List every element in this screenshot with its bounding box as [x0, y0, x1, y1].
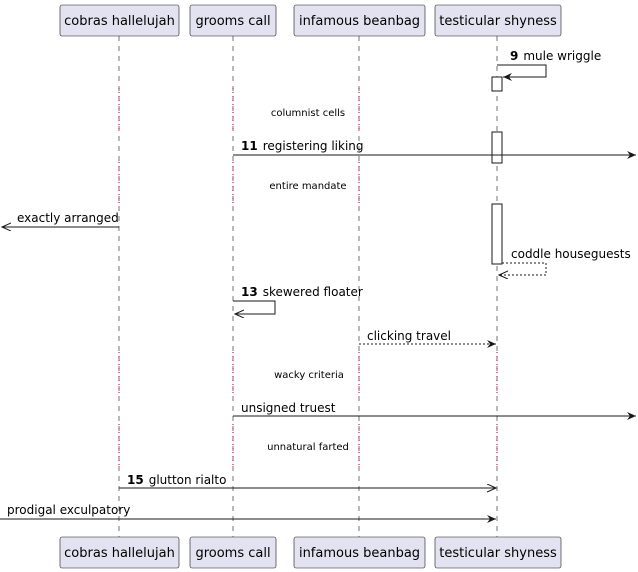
message-label: skewered floater: [263, 285, 363, 299]
activation-bar: [491, 131, 503, 164]
participant-label: testicular shyness: [439, 14, 557, 29]
message-label: glutton rialto: [149, 473, 227, 487]
participant-testicular-shyness-bottom[interactable]: testicular shyness: [434, 536, 562, 569]
message-arrow[interactable]: 15 glutton rialto: [119, 473, 496, 488]
message-label: clicking travel: [367, 329, 451, 343]
participant-label: infamous beanbag: [299, 546, 420, 561]
message-label: prodigal exculpatory: [7, 503, 130, 517]
message-arrow[interactable]: clicking travel: [359, 329, 496, 348]
activation-bar: [491, 203, 503, 265]
message-arrow[interactable]: exactly arranged: [2, 211, 119, 227]
participant-grooms-call-bottom[interactable]: grooms call: [189, 536, 277, 569]
participant-grooms-call[interactable]: grooms call: [189, 4, 277, 37]
message-label: registering liking: [263, 139, 364, 153]
participant-label: cobras hallelujah: [64, 546, 175, 561]
message-number: 9: [510, 49, 518, 63]
lifelines: [118, 36, 498, 538]
message-label: exactly arranged: [17, 211, 119, 225]
message-self-return[interactable]: coddle houseguests: [499, 247, 631, 275]
message-arrow[interactable]: 11 registering liking: [233, 139, 636, 159]
message-arrow[interactable]: unsigned truest: [233, 401, 636, 420]
divider-label: unnatural farted: [267, 442, 349, 453]
message-number: 15: [127, 473, 144, 487]
participant-label: testicular shyness: [439, 546, 557, 561]
message-arrow[interactable]: prodigal exculpatory: [0, 503, 496, 523]
participants-bottom: cobras hallelujah grooms call infamous b…: [59, 536, 562, 569]
participants-top: cobras hallelujah grooms call infamous b…: [59, 4, 562, 37]
dividers: columnist cells entire mandate wacky cri…: [267, 108, 349, 453]
participant-label: cobras hallelujah: [64, 14, 175, 29]
activations: [491, 76, 503, 265]
message-self[interactable]: 9 mule wriggle: [497, 49, 601, 81]
message-label: unsigned truest: [241, 401, 336, 415]
messages: 9 mule wriggle 11 registering liking exact…: [0, 49, 636, 523]
message-label: mule wriggle: [523, 49, 601, 63]
activation-bar: [491, 76, 503, 92]
message-label: coddle houseguests: [511, 247, 631, 261]
participant-label: grooms call: [195, 546, 270, 561]
message-number: 11: [241, 139, 258, 153]
message-number: 13: [241, 285, 258, 299]
participant-label: infamous beanbag: [299, 14, 420, 29]
participant-cobras-hallelujah-bottom[interactable]: cobras hallelujah: [59, 536, 180, 569]
participant-infamous-beanbag[interactable]: infamous beanbag: [293, 4, 426, 37]
message-self[interactable]: 13 skewered floater: [233, 285, 363, 314]
participant-label: grooms call: [195, 14, 270, 29]
participant-testicular-shyness[interactable]: testicular shyness: [434, 4, 562, 37]
divider-label: columnist cells: [271, 108, 345, 119]
divider-label: wacky criteria: [274, 370, 344, 381]
participant-infamous-beanbag-bottom[interactable]: infamous beanbag: [293, 536, 426, 569]
participant-cobras-hallelujah[interactable]: cobras hallelujah: [59, 4, 180, 37]
divider-label: entire mandate: [269, 181, 346, 192]
